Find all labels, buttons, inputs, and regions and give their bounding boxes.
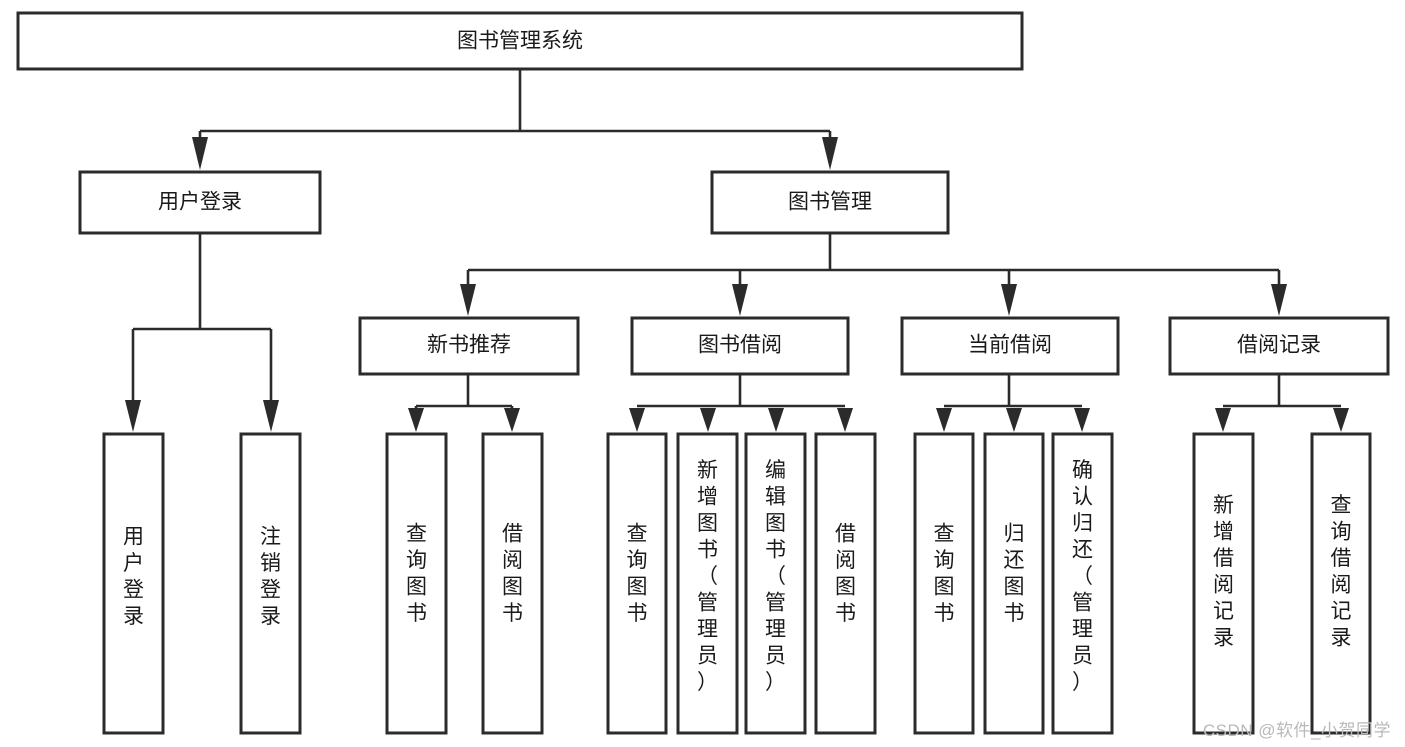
node-borrow-record-label: 借阅记录 <box>1237 334 1321 357</box>
node-leaf-confirm-return[interactable]: 确认归还（管理员） <box>1051 432 1114 735</box>
arrow-to-leaf-query-book-1 <box>408 408 424 432</box>
node-root-box[interactable] <box>16 11 1024 71</box>
node-leaf-query-book-2-label: 查询图书 <box>627 522 648 625</box>
node-leaf-confirm-return-label: 确认归还（管理员） <box>1072 459 1093 694</box>
node-current-borrow-box[interactable] <box>900 316 1120 376</box>
node-leaf-query-record[interactable]: 查询借阅记录 <box>1310 432 1372 735</box>
node-current-borrow[interactable]: 当前借阅 <box>900 316 1120 376</box>
arrow-to-leaf-borrow-book-2 <box>837 408 853 432</box>
node-leaf-borrow-book-2-box[interactable] <box>814 432 877 735</box>
node-book-manage-label: 图书管理 <box>788 191 872 214</box>
node-leaf-add-book[interactable]: 新增图书（管理员） <box>676 432 739 735</box>
node-leaf-user-login-label: 用户登录 <box>123 525 144 628</box>
node-leaf-logout[interactable]: 注销登录 <box>239 432 302 735</box>
node-leaf-borrow-book-2[interactable]: 借阅图书 <box>814 432 877 735</box>
arrow-to-current-borrow <box>1001 284 1017 316</box>
arrow-to-leaf-add-record <box>1215 408 1231 432</box>
node-book-borrow[interactable]: 图书借阅 <box>630 316 850 376</box>
node-book-manage-box[interactable] <box>710 170 950 235</box>
arrow-to-leaf-query-book-2 <box>629 408 645 432</box>
node-leaf-edit-book-label: 编辑图书（管理员） <box>765 459 786 694</box>
node-leaf-confirm-return-box[interactable] <box>1051 432 1114 735</box>
node-user-login-box[interactable] <box>78 170 322 235</box>
node-leaf-logout-box[interactable] <box>239 432 302 735</box>
node-leaf-borrow-book-1-label: 借阅图书 <box>502 522 523 625</box>
arrow-to-leaf-borrow-book-1 <box>504 408 520 432</box>
node-leaf-query-book-1[interactable]: 查询图书 <box>385 432 448 735</box>
node-leaf-query-book-1-label: 查询图书 <box>406 522 427 625</box>
node-root-label: 图书管理系统 <box>457 30 583 53</box>
arrow-to-user-login <box>192 137 208 170</box>
arrow-to-leaf-logout <box>263 400 279 432</box>
node-leaf-borrow-book-2-label: 借阅图书 <box>835 522 856 625</box>
node-borrow-record[interactable]: 借阅记录 <box>1168 316 1390 376</box>
node-leaf-query-book-2[interactable]: 查询图书 <box>606 432 668 735</box>
node-book-borrow-label: 图书借阅 <box>698 334 782 357</box>
node-borrow-record-box[interactable] <box>1168 316 1390 376</box>
node-root[interactable]: 图书管理系统 <box>16 11 1024 71</box>
arrow-to-borrow-record <box>1271 284 1287 316</box>
node-user-login[interactable]: 用户登录 <box>78 170 322 235</box>
arrow-to-leaf-return-book <box>1006 408 1022 432</box>
arrow-to-book-borrow <box>732 284 748 316</box>
node-leaf-query-book-1-box[interactable] <box>385 432 448 735</box>
node-leaf-query-book-3-box[interactable] <box>913 432 975 735</box>
node-leaf-add-book-label: 新增图书（管理员） <box>697 459 718 694</box>
node-leaf-borrow-book-1-box[interactable] <box>481 432 544 735</box>
node-book-manage[interactable]: 图书管理 <box>710 170 950 235</box>
node-leaf-borrow-book-1[interactable]: 借阅图书 <box>481 432 544 735</box>
arrow-to-book-manage <box>822 137 838 170</box>
arrow-to-leaf-edit-book <box>768 408 784 432</box>
node-leaf-return-book-box[interactable] <box>983 432 1045 735</box>
arrow-to-leaf-user-login <box>125 400 141 432</box>
node-new-book-recommend-box[interactable] <box>358 316 580 376</box>
node-leaf-add-record[interactable]: 新增借阅记录 <box>1192 432 1255 735</box>
node-current-borrow-label: 当前借阅 <box>968 334 1052 357</box>
node-book-borrow-box[interactable] <box>630 316 850 376</box>
node-new-book-recommend[interactable]: 新书推荐 <box>358 316 580 376</box>
node-leaf-add-record-label: 新增借阅记录 <box>1213 494 1234 650</box>
node-leaf-query-book-3-label: 查询图书 <box>934 522 955 625</box>
node-leaf-user-login[interactable]: 用户登录 <box>102 432 165 735</box>
arrow-to-new-book-recommend <box>460 284 476 316</box>
node-leaf-add-book-box[interactable] <box>676 432 739 735</box>
node-leaf-query-record-box[interactable] <box>1310 432 1372 735</box>
arrow-to-leaf-add-book <box>700 408 716 432</box>
node-leaf-logout-label: 注销登录 <box>260 525 281 628</box>
arrow-to-leaf-confirm-return <box>1074 408 1090 432</box>
node-leaf-edit-book-box[interactable] <box>744 432 807 735</box>
node-new-book-recommend-label: 新书推荐 <box>427 334 511 357</box>
node-user-login-label: 用户登录 <box>158 191 242 214</box>
node-leaf-query-book-3[interactable]: 查询图书 <box>913 432 975 735</box>
arrow-to-leaf-query-record <box>1333 408 1349 432</box>
node-leaf-edit-book[interactable]: 编辑图书（管理员） <box>744 432 807 735</box>
node-leaf-query-record-label: 查询借阅记录 <box>1331 494 1352 650</box>
connector-layer <box>125 69 1349 432</box>
node-leaf-query-book-2-box[interactable] <box>606 432 668 735</box>
node-leaf-add-record-box[interactable] <box>1192 432 1255 735</box>
node-leaf-return-book[interactable]: 归还图书 <box>983 432 1045 735</box>
node-leaf-return-book-label: 归还图书 <box>1004 522 1025 625</box>
arrow-to-leaf-query-book-3 <box>936 408 952 432</box>
node-leaf-user-login-box[interactable] <box>102 432 165 735</box>
